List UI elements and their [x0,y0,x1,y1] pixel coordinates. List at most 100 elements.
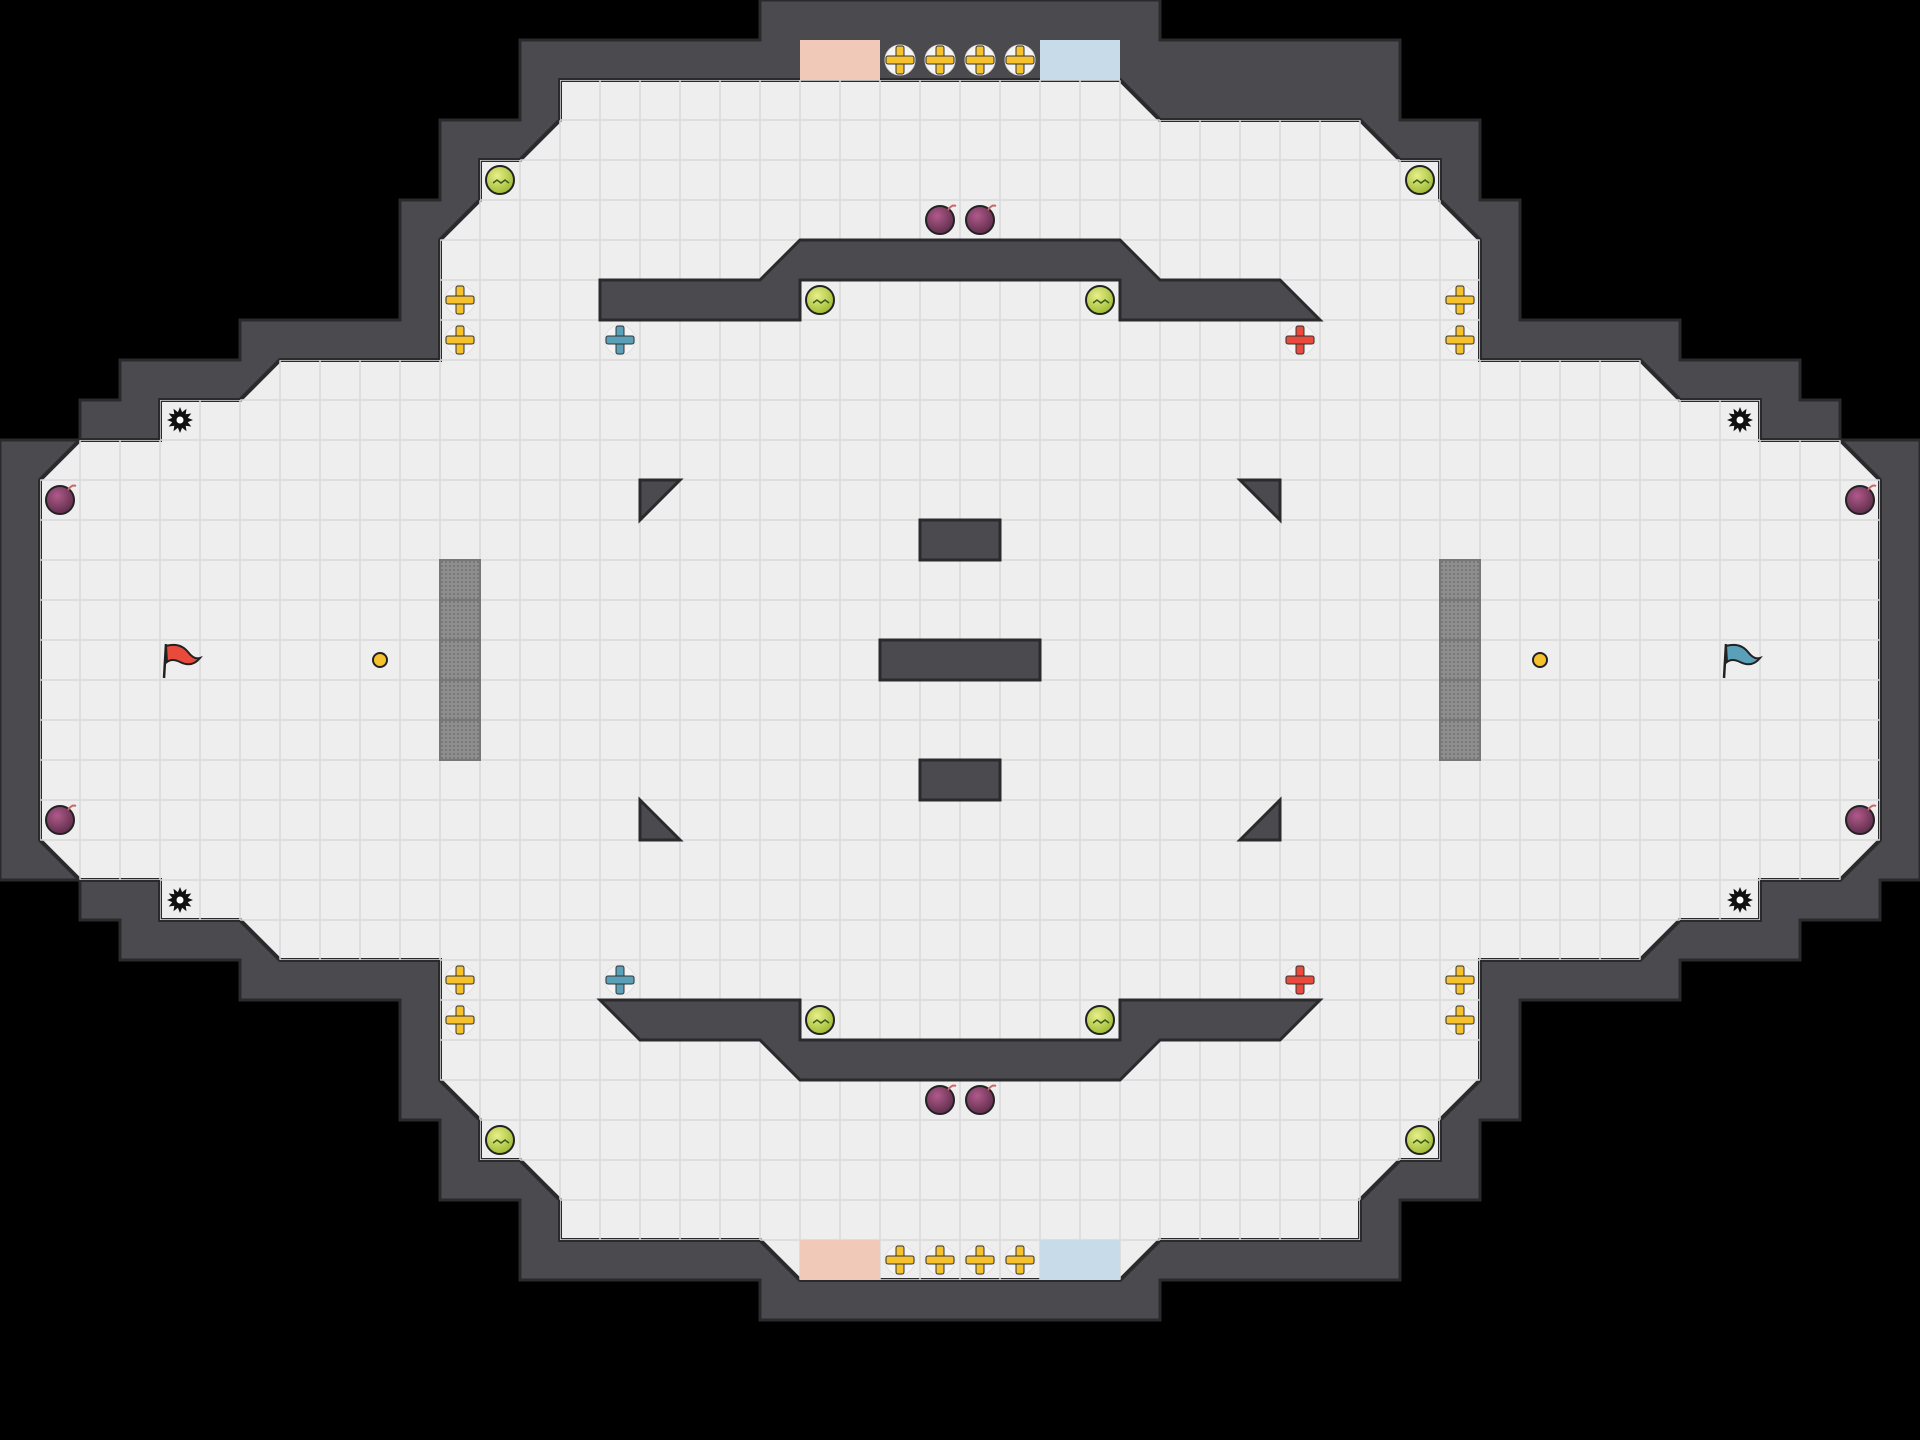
corner-wedge [638,478,684,524]
boost-center [1457,977,1463,983]
bomb-body [925,205,955,235]
boost-center [897,1257,903,1263]
spike-icon [167,887,193,913]
spike-center [176,416,184,424]
button-icon [1405,165,1435,195]
bomb-body [1845,805,1875,835]
bomb-body [965,205,995,235]
boost-center [1457,1017,1463,1023]
spike-icon [1727,407,1753,433]
endzones [800,40,1120,1280]
boost-icon [1444,284,1476,316]
inner-walls [596,238,1324,1082]
flag-cloth [164,643,203,666]
spike-center [1736,416,1744,424]
blue-flag-icon [1722,643,1763,679]
button-body [805,285,835,315]
spike-icon [1727,887,1753,913]
button-mark [812,1019,830,1024]
button-icon [805,285,835,315]
boost-center [617,977,623,983]
gate-tile [1439,639,1481,681]
boost-icon [884,1244,916,1276]
boost-icon [1004,1244,1036,1276]
center-block-top [918,518,1002,562]
button-icon [805,1005,835,1035]
gate-tile [439,719,481,761]
button-mark [1092,1019,1110,1024]
boost-icon [1444,964,1476,996]
gate-tile [1439,679,1481,721]
blue-boost-icon [604,964,636,996]
bomb-fuse [947,204,957,211]
boost-center [457,1017,463,1023]
boost-icon [884,44,916,76]
button-body [485,1125,515,1155]
button-mark [492,1139,510,1144]
bottom-arch-wall [596,998,1324,1082]
boost-center [897,57,903,63]
button-mark [812,299,830,304]
bomb-body [45,805,75,835]
spike-center [176,896,184,904]
bomb-icon [1845,484,1877,515]
spike-center [1736,896,1744,904]
marker-dot [372,652,388,668]
boost-icon [964,1244,996,1276]
center-bar [878,638,1042,682]
blue-boost-icon [604,324,636,356]
button-mark [1412,179,1430,184]
bomb-fuse [987,204,997,211]
bomb-icon [45,804,77,835]
button-body [1085,1005,1115,1035]
boost-icon [1444,1004,1476,1036]
button-mark [492,179,510,184]
gate-tile [439,559,481,601]
button-mark [1412,1139,1430,1144]
boost-center [457,977,463,983]
button-icon [1085,1005,1115,1035]
boost-icon [1444,324,1476,356]
marker-dot [1532,652,1548,668]
corner-wedge [638,796,684,842]
bomb-body [45,485,75,515]
bomb-fuse [987,1084,997,1091]
boost-icon [444,1004,476,1036]
red-boost-icon [1284,324,1316,356]
boost-center [1297,977,1303,983]
bomb-fuse [1867,484,1877,491]
bomb-icon [45,484,77,515]
boost-center [937,1257,943,1263]
gate-tile [439,679,481,721]
bomb-icon [925,204,957,235]
boost-icon [924,1244,956,1276]
bomb-icon [965,204,997,235]
blue-endzone-tile [1040,40,1120,80]
gate-tile [1439,599,1481,641]
bomb-body [965,1085,995,1115]
boost-icon [444,324,476,356]
boost-center [937,57,943,63]
bomb-body [925,1085,955,1115]
boost-icon [964,44,996,76]
bomb-body [1845,485,1875,515]
boost-center [1017,57,1023,63]
gate-tile [439,599,481,641]
red-endzone-tile [800,1240,880,1280]
bomb-icon [1845,804,1877,835]
boost-icon [1004,44,1036,76]
boost-center [617,337,623,343]
bomb-icon [925,1084,957,1115]
bomb-fuse [67,804,77,811]
corner-wedge [1236,796,1282,842]
button-icon [485,1125,515,1155]
gates [439,559,1481,761]
spike-icon [167,407,193,433]
boost-center [1017,1257,1023,1263]
boost-icon [444,284,476,316]
button-body [1085,285,1115,315]
